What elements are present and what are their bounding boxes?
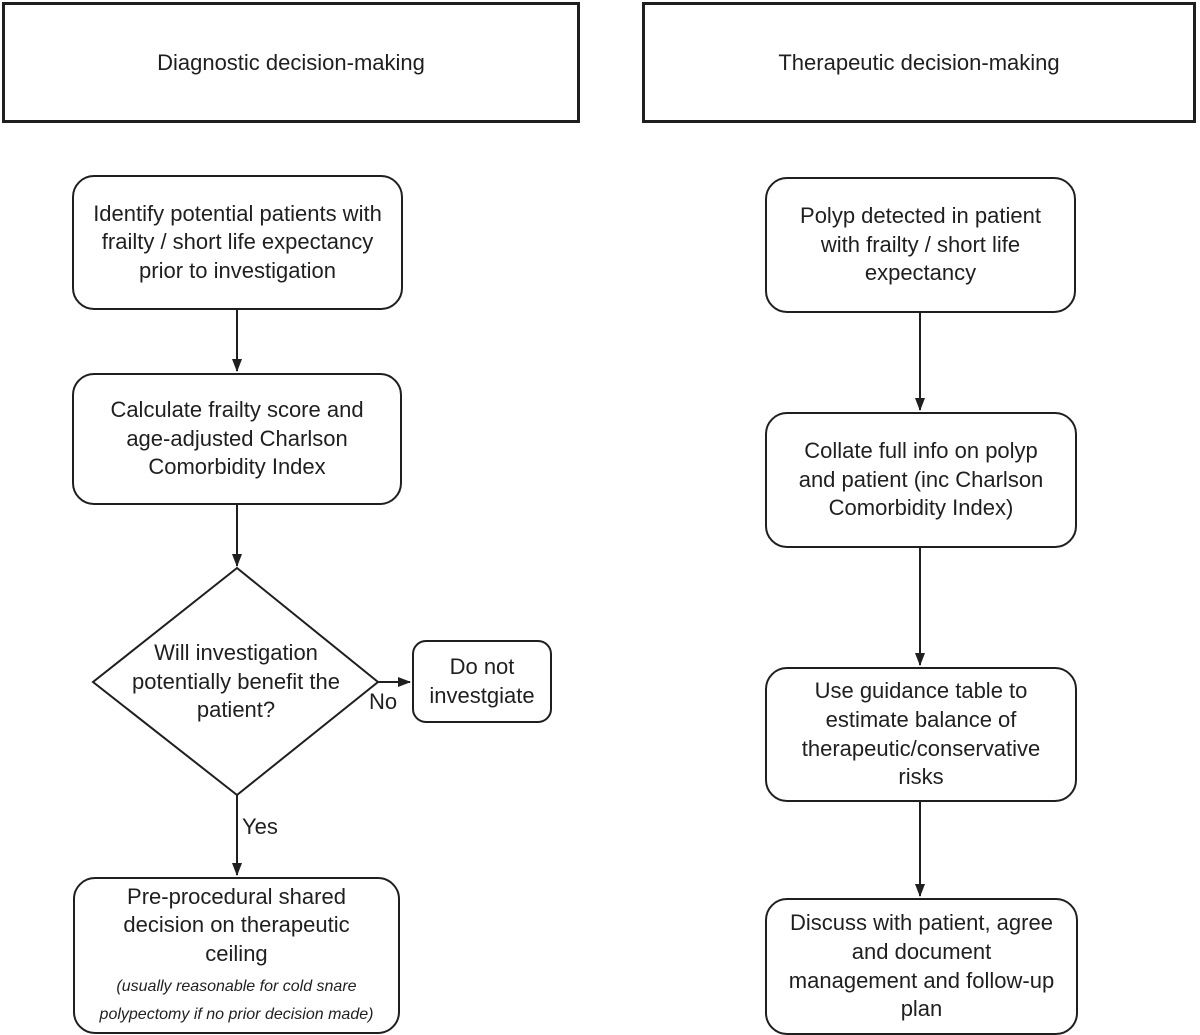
header-diagnostic-label: Diagnostic decision-making (157, 49, 425, 75)
branch-label-yes: Yes (242, 814, 278, 839)
node-preprocedural-label: Pre-procedural shared decision on therap… (123, 883, 350, 966)
node-calculate-frailty-score-label: Calculate frailty score and age-adjusted… (110, 397, 364, 480)
header-therapeutic-decision-making: Therapeutic decision-making (642, 2, 1196, 123)
node-do-not-investigate-label: Do not investgiate (429, 653, 535, 708)
branch-label-no: No (369, 689, 398, 714)
node-calculate-frailty-score: Calculate frailty score and age-adjusted… (72, 373, 402, 505)
node-identify-patients: Identify potential patients with frailty… (72, 175, 403, 310)
node-collate-info-label: Collate full info on polyp and patient (… (798, 438, 1044, 521)
header-diagnostic-decision-making: Diagnostic decision-making (2, 2, 580, 123)
node-polyp-detected-label: Polyp detected in patient with frailty /… (800, 203, 1041, 286)
node-discuss-with-patient-label: Discuss with patient, agree and document… (788, 910, 1055, 1022)
node-guidance-table-label: Use guidance table to estimate balance o… (801, 678, 1041, 790)
node-discuss-with-patient: Discuss with patient, agree and document… (765, 898, 1078, 1035)
node-polyp-detected: Polyp detected in patient with frailty /… (765, 177, 1076, 313)
node-identify-patients-label: Identify potential patients with frailty… (93, 200, 382, 283)
node-collate-info: Collate full info on polyp and patient (… (765, 412, 1077, 548)
node-preprocedural-note: (usually reasonable for cold snare polyp… (99, 978, 374, 1023)
node-preprocedural-shared-decision: Pre-procedural shared decision on therap… (73, 877, 400, 1034)
header-therapeutic-label: Therapeutic decision-making (778, 49, 1060, 75)
decision-diamond-shape (91, 566, 380, 797)
decision-question-label: Will investigation potentially benefit t… (132, 640, 340, 723)
node-do-not-investigate: Do not investgiate (412, 640, 552, 723)
node-guidance-table: Use guidance table to estimate balance o… (765, 667, 1077, 802)
decision-will-investigation-benefit: Will investigation potentially benefit t… (116, 632, 356, 732)
